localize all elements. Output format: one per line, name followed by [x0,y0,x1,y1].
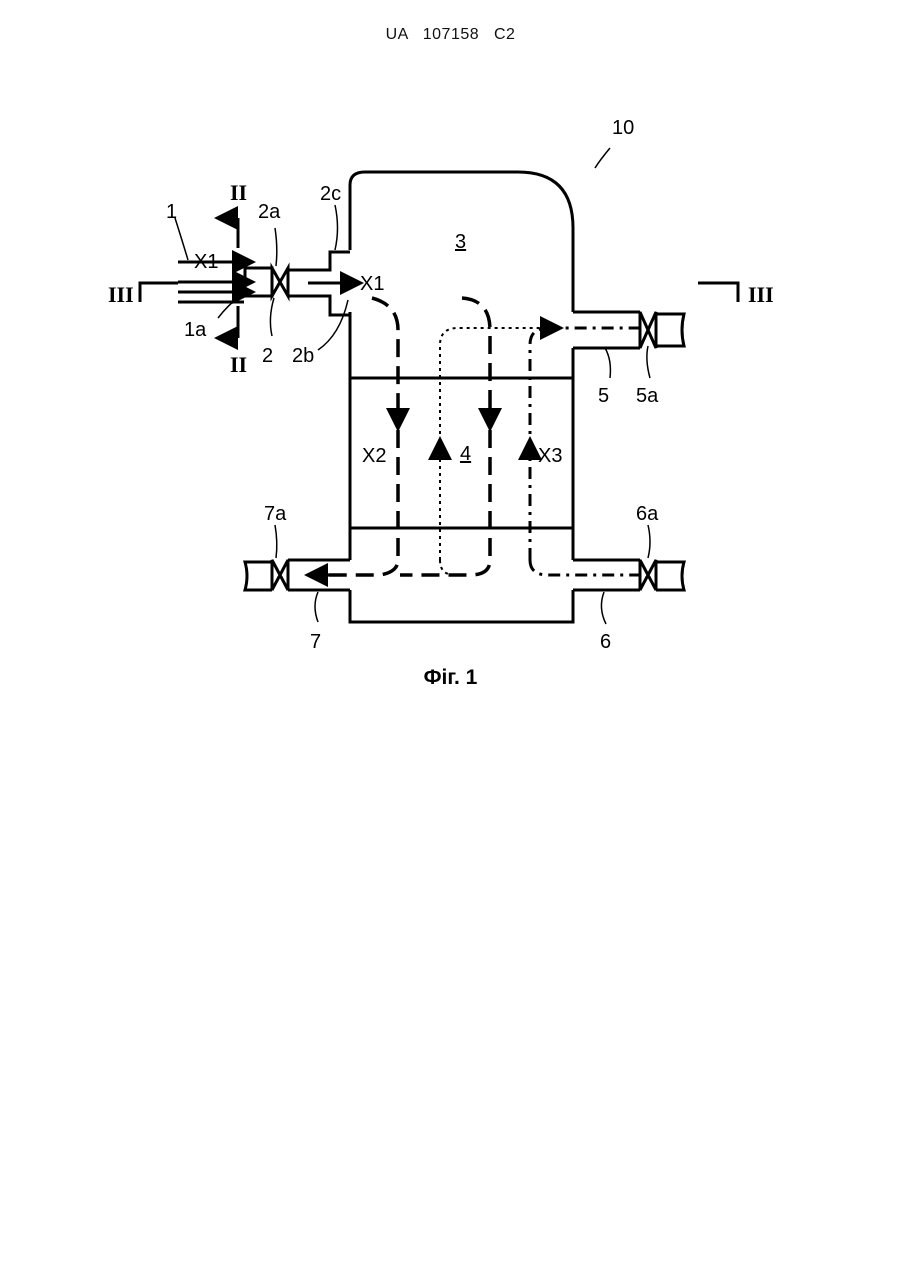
flow-path-central [462,298,490,415]
label-core-4: 4 [460,443,471,465]
outlet-pipe-5 [573,312,640,348]
label-valve-7a: 7a [264,503,287,525]
label-apparatus-10: 10 [612,117,634,139]
label-flange-2c: 2c [320,183,341,205]
valve-6a [640,560,656,590]
label-inlet-1: 1 [166,201,177,223]
label-flow-x1-inlet: X1 [194,251,218,273]
inlet-pipe-1 [245,268,272,296]
label-valve-5a: 5a [636,385,659,407]
label-section-ii-top: II [230,180,247,205]
bottom-header-box [350,590,573,622]
label-section-iii-left: III [108,282,134,307]
label-inlet-1a: 1a [184,319,207,341]
label-valve-6a: 6a [636,503,659,525]
valve-7a [272,560,288,590]
flow-path-x3 [530,328,640,560]
valve-2 [272,268,288,296]
section-line-iii-left [140,283,178,302]
label-flow-x3: X3 [538,445,562,467]
label-section-ii-bottom: II [230,352,247,377]
label-outlet-7: 7 [310,631,321,653]
label-chamber-3: 3 [455,231,466,253]
label-outlet-6: 6 [600,631,611,653]
label-valve-2: 2 [262,345,273,367]
label-outlet-5: 5 [598,385,609,407]
label-nozzle-2b: 2b [292,345,314,367]
label-section-iii-right: III [748,282,774,307]
section-line-iii-right [698,283,738,302]
valve-5a [640,312,656,348]
label-valve-2a: 2a [258,201,281,223]
figure-caption: Фіг. 1 [0,666,901,690]
label-flow-x2: X2 [362,445,386,467]
label-flow-x1-chamber: X1 [360,273,384,295]
flow-path-x2 [372,298,398,415]
